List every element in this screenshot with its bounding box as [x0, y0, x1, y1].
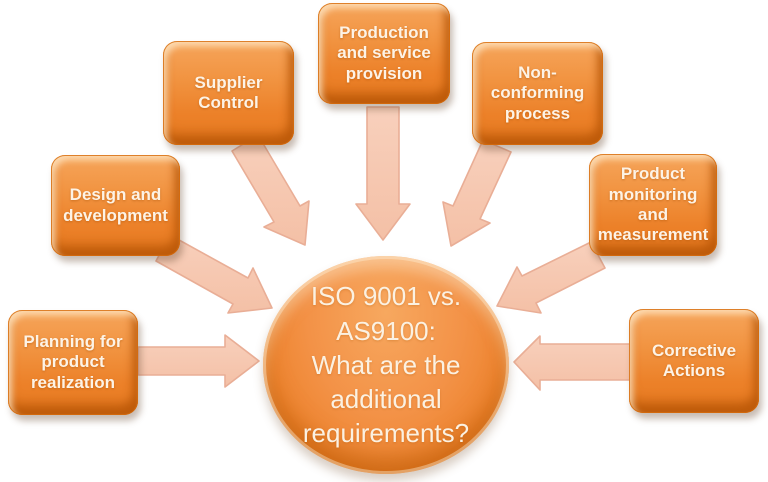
arrow-from-monitoring	[496, 241, 606, 314]
node-design-and-development: Design and development	[51, 155, 180, 256]
node-label: Supplier Control	[194, 72, 263, 112]
arrow-from-nonconforming	[442, 139, 512, 247]
node-label: Non- conforming process	[490, 62, 585, 123]
node-corrective-actions: Corrective Actions	[629, 309, 759, 413]
node-label: Corrective Actions	[651, 340, 737, 380]
center-question-circle: ISO 9001 vs. AS9100: What are the additi…	[263, 256, 509, 474]
center-question-text: ISO 9001 vs. AS9100: What are the additi…	[302, 281, 470, 449]
node-label: Design and development	[63, 185, 168, 225]
arrow-from-production	[355, 106, 411, 241]
node-product-monitoring-and-measurement: Product monitoring and measurement	[589, 154, 717, 256]
node-planning-for-product-realization: Planning for product realization	[8, 310, 138, 415]
node-label: Production and service provision	[337, 22, 431, 83]
node-non-conforming-process: Non- conforming process	[472, 42, 603, 145]
arrow-from-design	[155, 234, 273, 314]
node-label: Product monitoring and measurement	[597, 164, 709, 245]
node-label: Planning for product realization	[23, 331, 123, 392]
arrow-from-planning	[137, 334, 260, 388]
arrow-from-supplier	[231, 134, 310, 246]
arrow-from-corrective	[513, 335, 632, 391]
node-supplier-control: Supplier Control	[163, 41, 294, 145]
node-production-and-service-provision: Production and service provision	[318, 3, 450, 104]
